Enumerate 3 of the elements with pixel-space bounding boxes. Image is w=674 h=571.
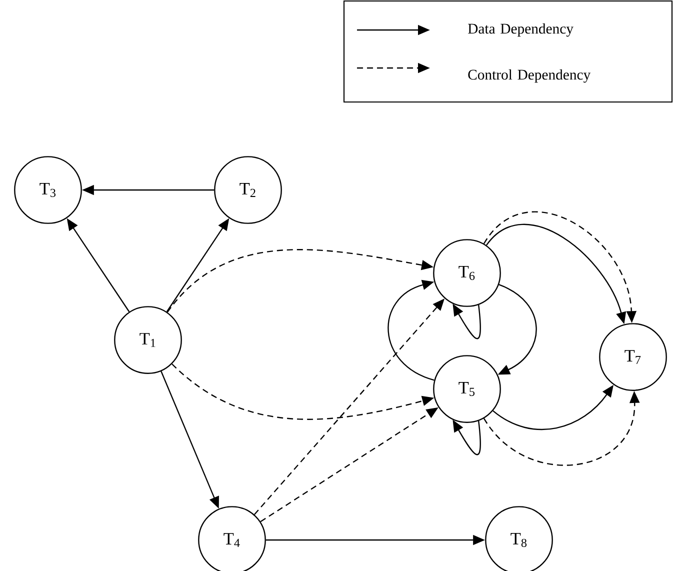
legend-label: Control Dependency (468, 69, 591, 83)
legend-label: Data Dependency (468, 23, 574, 37)
arrow (388, 280, 434, 381)
